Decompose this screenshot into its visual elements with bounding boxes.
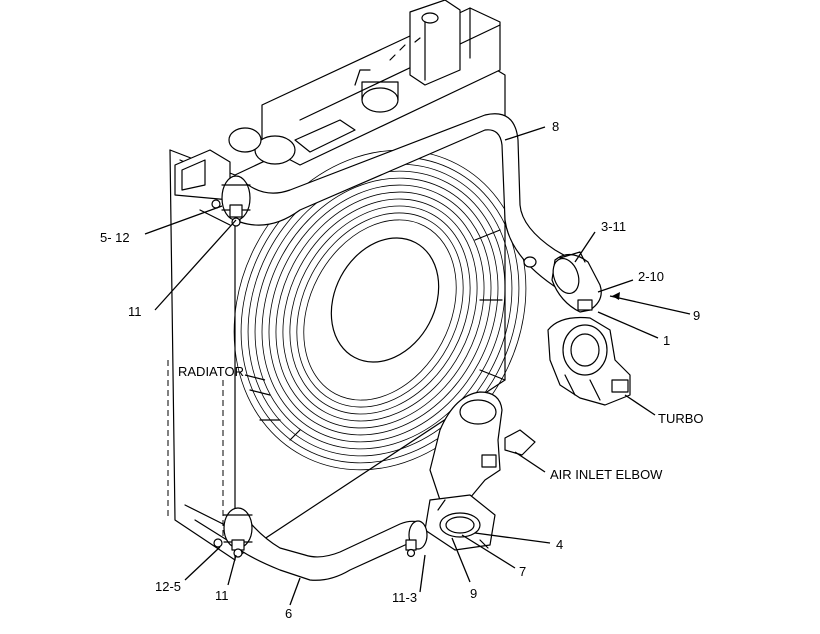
callout-4: 4 xyxy=(556,537,563,552)
callout-12-5: 12-5 xyxy=(155,579,181,594)
turbo xyxy=(547,316,631,406)
callout-1: 1 xyxy=(663,333,670,348)
callout-2-10: 2-10 xyxy=(638,269,664,284)
radiator-label: RADIATOR xyxy=(178,364,244,379)
labels: 8 3-11 2-10 9 1 5- 12 11 RADIATOR TURBO … xyxy=(100,119,704,621)
leader-lines xyxy=(144,126,691,606)
callout-3-11: 3-11 xyxy=(601,219,626,234)
turbo-label: TURBO xyxy=(658,411,704,426)
turbo-elbow xyxy=(551,251,602,313)
lower-hose xyxy=(239,509,426,581)
clamp-lower-left xyxy=(213,507,253,558)
callout-11-bottom: 11 xyxy=(215,588,229,603)
air-inlet-elbow-label: AIR INLET ELBOW xyxy=(550,467,663,482)
callout-6: 6 xyxy=(285,606,292,621)
clamp-upper-left xyxy=(211,175,251,227)
callout-8: 8 xyxy=(552,119,559,134)
callout-7: 7 xyxy=(519,564,526,579)
fan-coil xyxy=(233,149,527,471)
air-inlet-elbow xyxy=(424,391,536,551)
top-tank xyxy=(174,0,501,201)
callout-5-12: 5- 12 xyxy=(100,230,130,245)
callout-11-top: 11 xyxy=(128,304,142,319)
clamp-lower-right xyxy=(405,520,428,558)
callout-9-bottom: 9 xyxy=(470,586,477,601)
callout-11-3: 11-3 xyxy=(392,590,417,605)
callout-9-top: 9 xyxy=(693,308,700,323)
